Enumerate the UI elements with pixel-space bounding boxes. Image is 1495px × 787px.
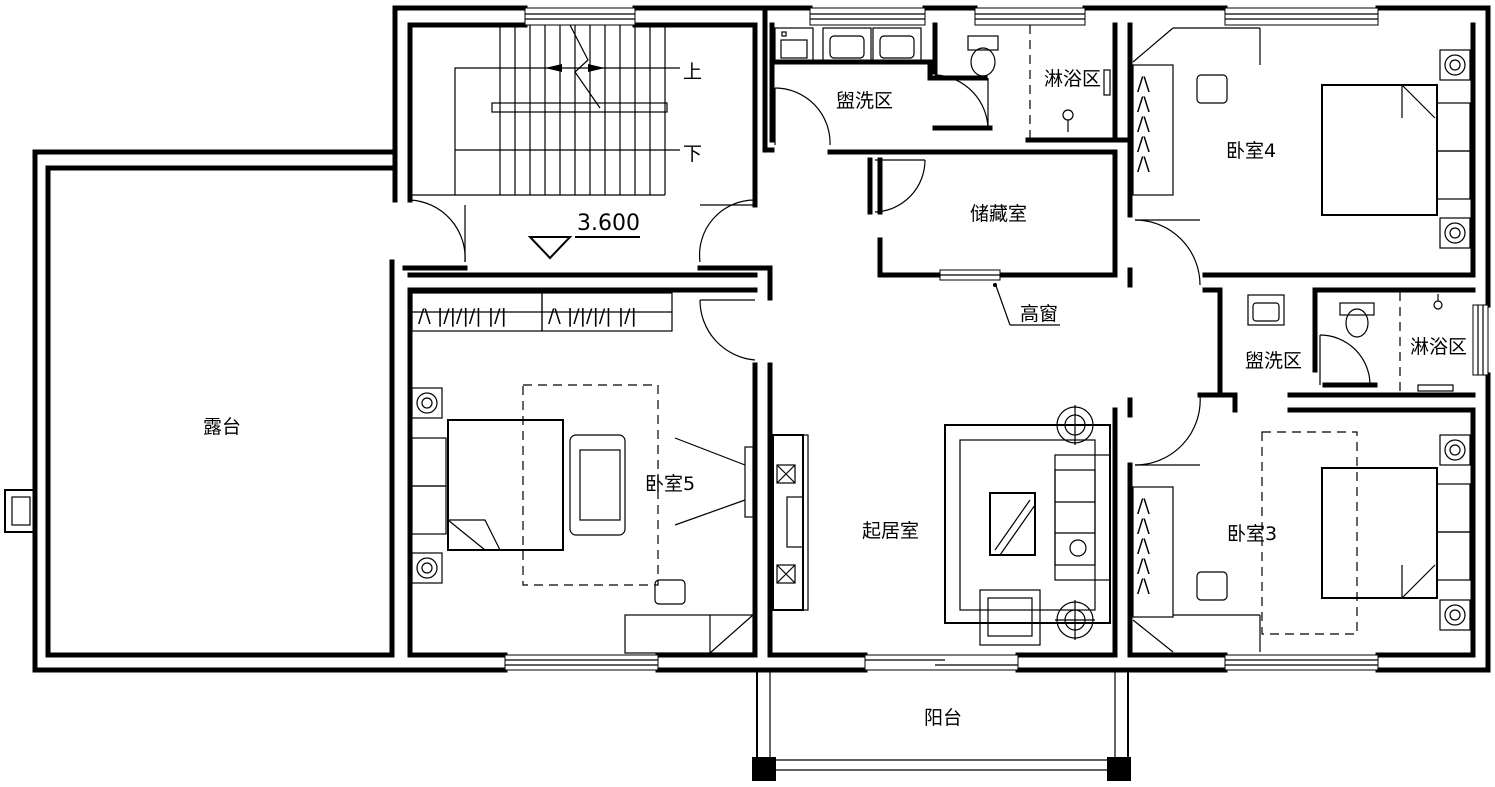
bedroom4-furniture: /\ /\ /\ /\ /\ [1132,27,1471,249]
svg-text:/\: /\ [1137,73,1150,95]
svg-text:/\: /\ [1137,93,1150,115]
terrace-label: 露台 [203,416,241,438]
windows [4,7,1489,671]
bedroom5-label: 卧室5 [645,473,695,495]
stair-up-label: 上 [683,61,702,83]
wash-area-right-label: 盥洗区 [1245,350,1302,372]
room-labels: 露台 盥洗区 淋浴区 储藏室 高窗 卧室4 盥洗区 淋浴区 卧室5 起居室 卧室… [203,68,1467,729]
bedroom3-label: 卧室3 [1227,523,1277,545]
storage-room-label: 储藏室 [970,203,1027,225]
living-furniture [772,405,1111,646]
wash-area-left-label: 盥洗区 [836,90,893,112]
stair-down-label: 下 [683,143,702,165]
svg-text:/\: /\ [1137,133,1150,155]
bedroom4-label: 卧室4 [1226,140,1276,162]
svg-text:/\: /\ [1137,153,1150,175]
walls [32,5,1491,673]
top-bathroom [774,25,1111,140]
high-window-label: 高窗 [1020,303,1058,325]
bedroom5-furniture: /\ |/|/|/| |/| /\ |/|/|/| |/| [411,292,754,654]
shower-area-left-label: 淋浴区 [1044,68,1101,90]
svg-text:/\: /\ [1137,535,1150,557]
svg-text:/\ |/|/|/| |/|: /\ |/|/|/| |/| [548,305,637,327]
living-room-label: 起居室 [862,520,919,542]
svg-text:/\: /\ [1137,113,1150,135]
svg-text:/\ |/|/|/| |/|: /\ |/|/|/| |/| [418,305,507,327]
bedroom3-furniture: /\ /\ /\ /\ /\ [1132,431,1471,653]
staircase: 上 下 3.600 [410,24,702,260]
shower-area-right-label: 淋浴区 [1410,336,1467,358]
balcony-label: 阳台 [924,707,962,729]
svg-text:/\: /\ [1137,495,1150,517]
doors [409,74,1371,466]
svg-text:/\: /\ [1137,555,1150,577]
right-bathroom [1247,292,1454,395]
elevation-label: 3.600 [577,211,640,236]
svg-text:/\: /\ [1137,515,1150,537]
svg-text:/\: /\ [1137,575,1150,597]
storage-room [993,282,1060,326]
balcony [752,670,1131,781]
